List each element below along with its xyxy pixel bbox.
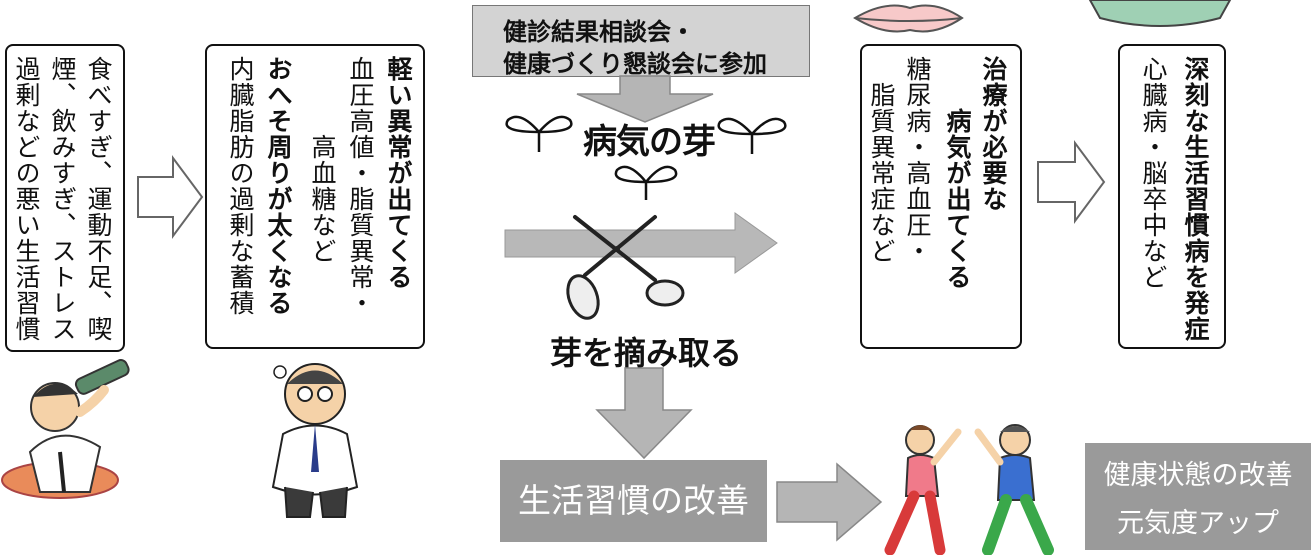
sprout-icon-right — [717, 117, 787, 154]
sprout-icon-left — [505, 115, 573, 152]
bad-habits-text-2: 煙、飲みすぎ、ストレス — [48, 56, 77, 342]
belly-title: おへそ周りが太くなる — [264, 56, 293, 316]
arrow-right-outline-1 — [137, 154, 204, 240]
bad-habits-box: 食べすぎ、運動不足、喫 煙、飲みすぎ、ストレス 過剰などの悪い生活習慣 — [5, 44, 125, 352]
arrow-right-outline-2 — [1037, 139, 1106, 225]
arrow-down-gray-2 — [595, 367, 693, 460]
arrow-right-gray — [776, 462, 883, 542]
serious-disease-text: 心臓病・脳卒中など — [1139, 56, 1168, 290]
sprout-icon-bottom — [614, 165, 678, 200]
result-line-2: 元気度アップ — [1117, 508, 1279, 539]
belly-man-illustration — [271, 363, 359, 518]
treatment-title-2: 病気が出てくる — [943, 56, 972, 290]
lifestyle-improvement-box: 生活習慣の改善 — [500, 460, 767, 542]
belly-text: 内臓脂肪の過剰な蓄積 — [226, 56, 255, 316]
treatment-text-1: 糖尿病・高血圧・ — [903, 56, 932, 264]
mild-abnormality-text-1: 血圧高値・脂質異常・ — [346, 56, 375, 316]
consultation-line-1: 健診結果相談会・ — [503, 18, 695, 46]
mild-abnormality-text-2: 高血糖など — [308, 56, 337, 264]
serious-disease-box: 深刻な生活習慣病を発症 心臓病・脳卒中など — [1118, 44, 1226, 349]
scissors-arrow-illustration — [504, 212, 778, 320]
pick-sprout-label: 芽を摘み取る — [550, 334, 743, 372]
mild-abnormality-box: 軽い異常が出てくる 血圧高値・脂質異常・ 高血糖など おへそ周りが太くなる 内臓… — [205, 44, 425, 349]
lifestyle-improvement-label: 生活習慣の改善 — [518, 481, 749, 520]
mild-abnormality-title: 軽い異常が出てくる — [384, 56, 413, 290]
result-box: 健康状態の改善 元気度アップ — [1085, 443, 1311, 550]
bad-habits-text-1: 食べすぎ、運動不足、喫 — [84, 56, 113, 342]
exercise-people-illustration — [884, 424, 1054, 555]
arrow-down-gray-1 — [576, 75, 714, 123]
consultation-box: 健診結果相談会・ 健康づくり懇談会に参加 — [472, 5, 810, 78]
bad-habits-text-3: 過剰などの悪い生活習慣 — [12, 56, 41, 342]
treatment-title-1: 治療が必要な — [979, 56, 1008, 212]
consultation-line-2: 健康づくり懇談会に参加 — [503, 50, 767, 78]
drinking-man-illustration — [1, 359, 130, 499]
serious-disease-title: 深刻な生活習慣病を発症 — [1181, 56, 1210, 342]
cropped-illustration-mouth — [853, 4, 964, 33]
sprout-label: 病気の芽 — [583, 122, 716, 162]
cropped-illustration-figure — [1088, 0, 1232, 27]
treatment-needed-box: 治療が必要な 病気が出てくる 糖尿病・高血圧・ 脂質異常症など — [860, 44, 1022, 349]
treatment-text-2: 脂質異常症など — [867, 56, 896, 264]
result-line-1: 健康状態の改善 — [1103, 460, 1293, 491]
